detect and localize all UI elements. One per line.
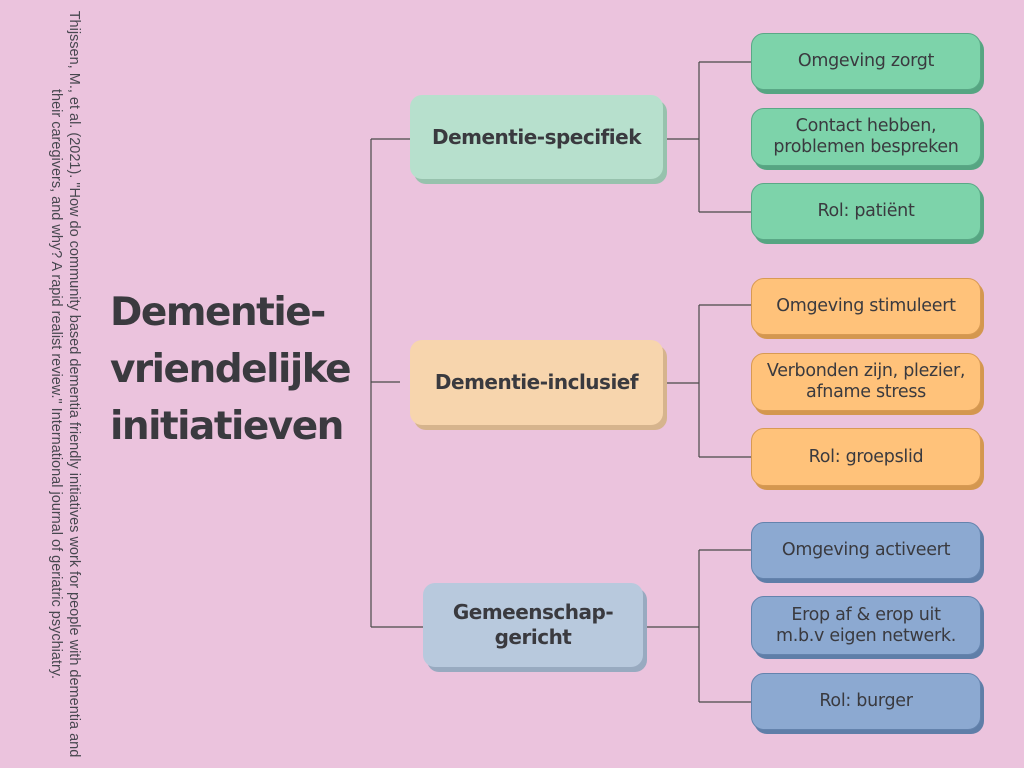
main-title-line-1: Dementie- — [110, 290, 326, 335]
leaf-rol-burger: Rol: burger — [751, 673, 981, 730]
main-title: Dementie- vriendelijke initiatieven — [110, 284, 370, 455]
leaf-label: Verbonden zijn, plezier, afname stress — [766, 361, 966, 402]
group-3-connector — [645, 549, 751, 703]
leaf-label: Erop af & erop uit m.b.v eigen netwerk. — [775, 604, 957, 646]
main-title-line-3: initiatieven — [110, 404, 344, 449]
leaf-rol-groepslid: Rol: groepslid — [751, 428, 981, 486]
leaf-omgeving-activeert: Omgeving activeert — [751, 522, 981, 579]
category-label: Gemeenschap- gericht — [452, 600, 614, 649]
leaf-label: Rol: groepslid — [808, 446, 924, 467]
leaf-verbonden-zijn: Verbonden zijn, plezier, afname stress — [751, 353, 981, 411]
leaf-omgeving-zorgt: Omgeving zorgt — [751, 33, 981, 90]
leaf-label: Omgeving zorgt — [797, 51, 935, 71]
leaf-omgeving-stimuleert: Omgeving stimuleert — [751, 278, 981, 335]
category-dementie-inclusief: Dementie-inclusief — [410, 340, 663, 425]
leaf-label: Contact hebben, problemen bespreken — [773, 116, 959, 157]
leaf-contact-hebben: Contact hebben, problemen bespreken — [751, 108, 981, 166]
group-1-connector — [665, 61, 751, 213]
leaf-label: Omgeving stimuleert — [776, 296, 956, 316]
category-dementie-specifiek: Dementie-specifiek — [410, 95, 663, 179]
category-gemeenschap-gericht: Gemeenschap- gericht — [423, 583, 643, 667]
leaf-erop-af: Erop af & erop uit m.b.v eigen netwerk. — [751, 596, 981, 655]
root-connector — [370, 138, 423, 628]
leaf-label: Rol: patiënt — [817, 201, 915, 221]
group-2-connector — [665, 304, 751, 458]
leaf-label: Rol: burger — [819, 691, 913, 711]
category-label: Dementie-inclusief — [434, 370, 639, 394]
leaf-label: Omgeving activeert — [781, 540, 951, 560]
category-label: Dementie-specifiek — [431, 124, 642, 149]
leaf-rol-patient: Rol: patiënt — [751, 183, 981, 240]
main-title-line-2: vriendelijke — [110, 347, 352, 392]
